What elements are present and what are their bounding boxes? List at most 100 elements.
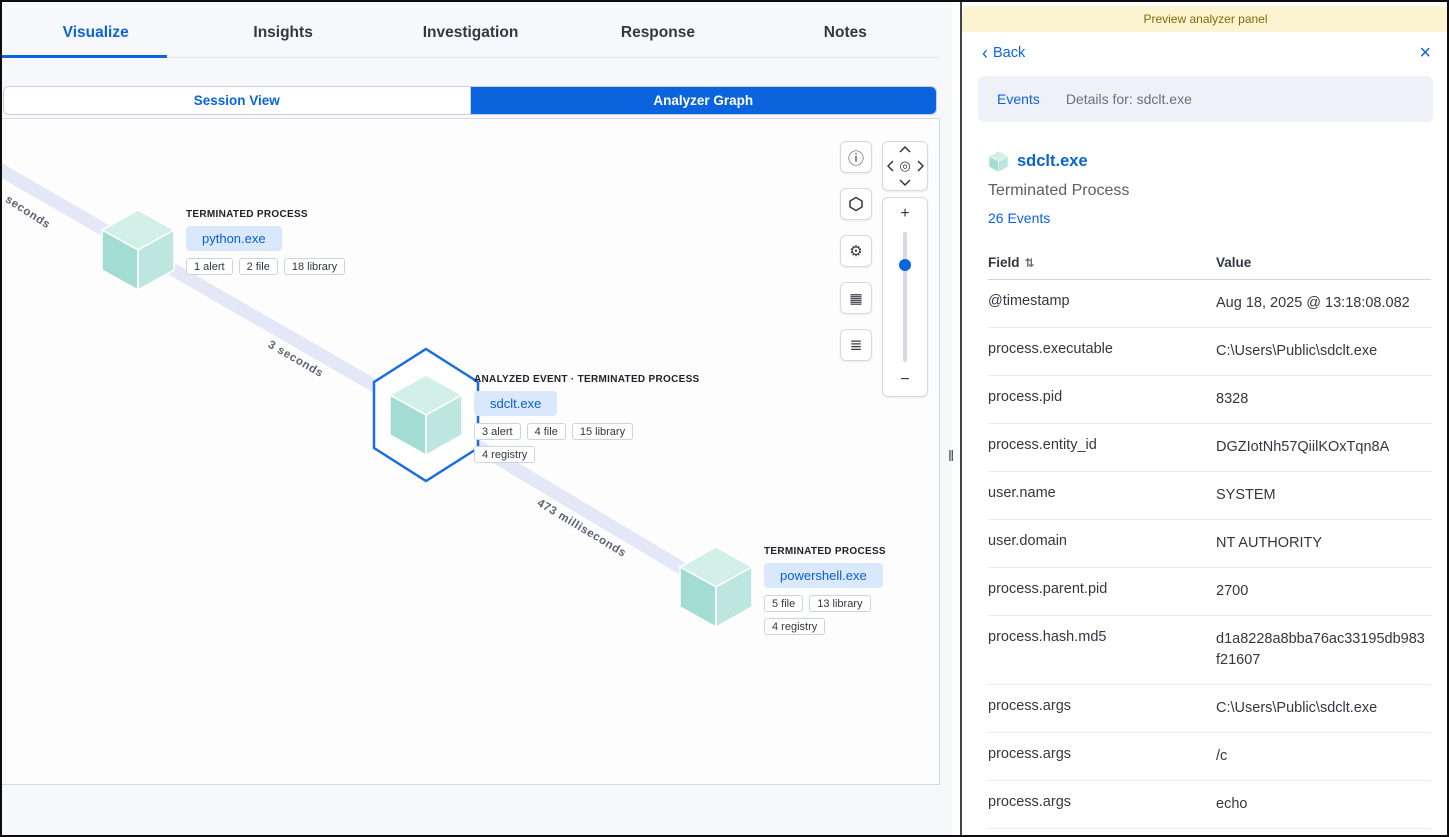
table-row: process.pid 8328 xyxy=(988,376,1431,425)
analyzer-graph-label: Analyzer Graph xyxy=(653,93,754,108)
calendar-icon: ▦ xyxy=(849,289,863,306)
zoom-out-button[interactable]: − xyxy=(900,372,909,388)
field-name: process.pid xyxy=(988,389,1063,406)
table-row: process.args C:\Users\Public\sdclt.exe xyxy=(988,685,1431,734)
tab-visualize-label: Visualize xyxy=(62,23,129,41)
field-column-sort[interactable]: Field ⇅ xyxy=(988,255,1216,270)
tab-response-label: Response xyxy=(620,23,695,41)
view-toggle-group: Session View Analyzer Graph xyxy=(3,86,937,115)
hexagon-icon xyxy=(849,196,863,212)
info-button[interactable]: ⓘ xyxy=(840,141,872,173)
field-value: NT AUTHORITY xyxy=(1216,535,1323,552)
node-info: ANALYZED EVENT · TERMINATED PROCESS sdcl… xyxy=(474,372,700,463)
fields-table: Field ⇅ Value @timestamp Aug 18, 2025 @ … xyxy=(988,248,1431,835)
analyzer-graph-toggle[interactable]: Analyzer Graph xyxy=(470,87,936,114)
chevron-up-icon xyxy=(899,146,911,153)
zoom-slider[interactable] xyxy=(899,232,911,362)
panel-body: sdclt.exe Terminated Process 26 Events F… xyxy=(962,150,1447,835)
node-detail-title-row: sdclt.exe xyxy=(988,150,1431,173)
field-name: process.hash.md5 xyxy=(988,629,1107,646)
process-name-button[interactable]: sdclt.exe xyxy=(474,391,558,416)
event-list-button[interactable]: ≣ xyxy=(840,329,872,361)
field-name: process.args xyxy=(988,794,1072,811)
table-header: Field ⇅ Value xyxy=(988,248,1431,280)
field-value: 8328 xyxy=(1216,391,1249,408)
tab-response[interactable]: Response xyxy=(564,8,751,57)
library-count-badge: 18 library xyxy=(283,258,346,275)
pan-left-button[interactable] xyxy=(886,160,894,172)
tab-notes[interactable]: Notes xyxy=(752,8,939,57)
node-state-label: ANALYZED EVENT · TERMINATED PROCESS xyxy=(474,374,700,385)
back-button[interactable]: ‹ Back xyxy=(982,44,1025,62)
field-value: SYSTEM xyxy=(1216,487,1276,504)
table-row: user.name SYSTEM xyxy=(988,472,1431,521)
events-count-link[interactable]: 26 Events xyxy=(988,210,1051,226)
table-row: @timestamp Aug 18, 2025 @ 13:18:08.082 xyxy=(988,280,1431,329)
node-info: TERMINATED PROCESS powershell.exe 5 file… xyxy=(764,544,892,635)
field-name: @timestamp xyxy=(988,293,1070,309)
file-count-badge: 5 file xyxy=(764,595,804,612)
zoom-control: + − xyxy=(882,197,928,397)
node-info: TERMINATED PROCESS python.exe 1 alert 2 … xyxy=(186,207,346,275)
plus-icon: + xyxy=(900,205,910,222)
list-icon: ≣ xyxy=(849,337,863,354)
tab-investigation[interactable]: Investigation xyxy=(377,8,564,57)
pan-control: ◎ xyxy=(882,141,928,191)
session-view-toggle[interactable]: Session View xyxy=(4,87,471,114)
zoom-slider-thumb[interactable] xyxy=(899,259,911,272)
field-value: 2700 xyxy=(1216,583,1249,600)
table-row: process.entity_id DGZIotNh57QiilKOxTqn8A xyxy=(988,424,1431,473)
field-value: d1a8228a8bba76ac33195db983f21607 xyxy=(1216,631,1425,669)
breadcrumb-details-label: Details for: sdclt.exe xyxy=(1065,91,1192,107)
value-column-header: Value xyxy=(1216,255,1252,270)
table-row: process.args /kickoffelev; powershell xyxy=(988,829,1431,835)
field-value: C:\Users\Public\sdclt.exe xyxy=(1216,700,1378,717)
tab-visualize[interactable]: Visualize xyxy=(2,8,189,58)
center-camera-button[interactable]: ◎ xyxy=(899,158,910,174)
process-cube-icon[interactable] xyxy=(386,372,466,458)
process-name-button[interactable]: powershell.exe xyxy=(764,563,883,588)
gear-icon: ⚙ xyxy=(849,243,863,260)
process-title-link[interactable]: sdclt.exe xyxy=(1017,152,1088,170)
field-name: process.parent.pid xyxy=(988,581,1108,598)
process-node-python: TERMINATED PROCESS python.exe 1 alert 2 … xyxy=(98,207,346,293)
info-icon: ⓘ xyxy=(847,151,864,168)
field-value: DGZIotNh57QiilKOxTqn8A xyxy=(1216,439,1390,456)
field-name: user.domain xyxy=(988,533,1067,550)
registry-count-badge: 4 registry xyxy=(764,618,826,635)
sort-icon: ⇅ xyxy=(1024,255,1035,270)
graph-tools: ⓘ ⚙ ▦ ≣ xyxy=(840,141,872,361)
tab-insights[interactable]: Insights xyxy=(189,8,376,57)
close-icon[interactable]: × xyxy=(1419,42,1431,64)
session-view-label: Session View xyxy=(193,93,280,108)
field-name: process.entity_id xyxy=(988,437,1097,454)
breadcrumb-events-link[interactable]: Events xyxy=(997,91,1040,107)
preview-banner: Preview analyzer panel xyxy=(962,6,1447,32)
tab-insights-label: Insights xyxy=(253,23,313,41)
process-cube-icon xyxy=(988,150,1009,173)
table-row: process.args /c xyxy=(988,733,1431,782)
process-node-sdclt: ANALYZED EVENT · TERMINATED PROCESS sdcl… xyxy=(386,372,700,463)
zoom-in-button[interactable]: + xyxy=(900,206,909,222)
field-name: process.executable xyxy=(988,341,1113,358)
pan-right-button[interactable] xyxy=(916,160,924,172)
field-name: process.args xyxy=(988,746,1072,763)
library-count-badge: 15 library xyxy=(571,423,634,440)
process-cube-icon[interactable] xyxy=(676,544,756,630)
file-count-badge: 2 file xyxy=(238,258,278,275)
table-row: user.domain NT AUTHORITY xyxy=(988,520,1431,569)
analyzer-graph-canvas[interactable]: seconds 3 seconds 473 milliseconds TERMI… xyxy=(2,118,940,785)
node-badges: 5 file 13 library 4 registry xyxy=(764,595,892,635)
table-row: process.hash.md5 d1a8228a8bba76ac33195db… xyxy=(988,616,1431,686)
analyzer-preview-panel: Preview analyzer panel ‹ Back × Events D… xyxy=(962,2,1447,835)
process-name-button[interactable]: python.exe xyxy=(186,226,282,251)
process-cube-icon[interactable] xyxy=(98,207,178,293)
pan-down-button[interactable] xyxy=(899,179,911,186)
schema-button[interactable] xyxy=(840,188,872,220)
visualize-pane: Visualize Insights Investigation Respons… xyxy=(2,2,952,835)
panel-resize-handle[interactable]: ‖ xyxy=(948,448,955,465)
date-picker-button[interactable]: ▦ xyxy=(840,282,872,314)
pan-up-button[interactable] xyxy=(899,146,911,153)
node-settings-button[interactable]: ⚙ xyxy=(840,235,872,267)
